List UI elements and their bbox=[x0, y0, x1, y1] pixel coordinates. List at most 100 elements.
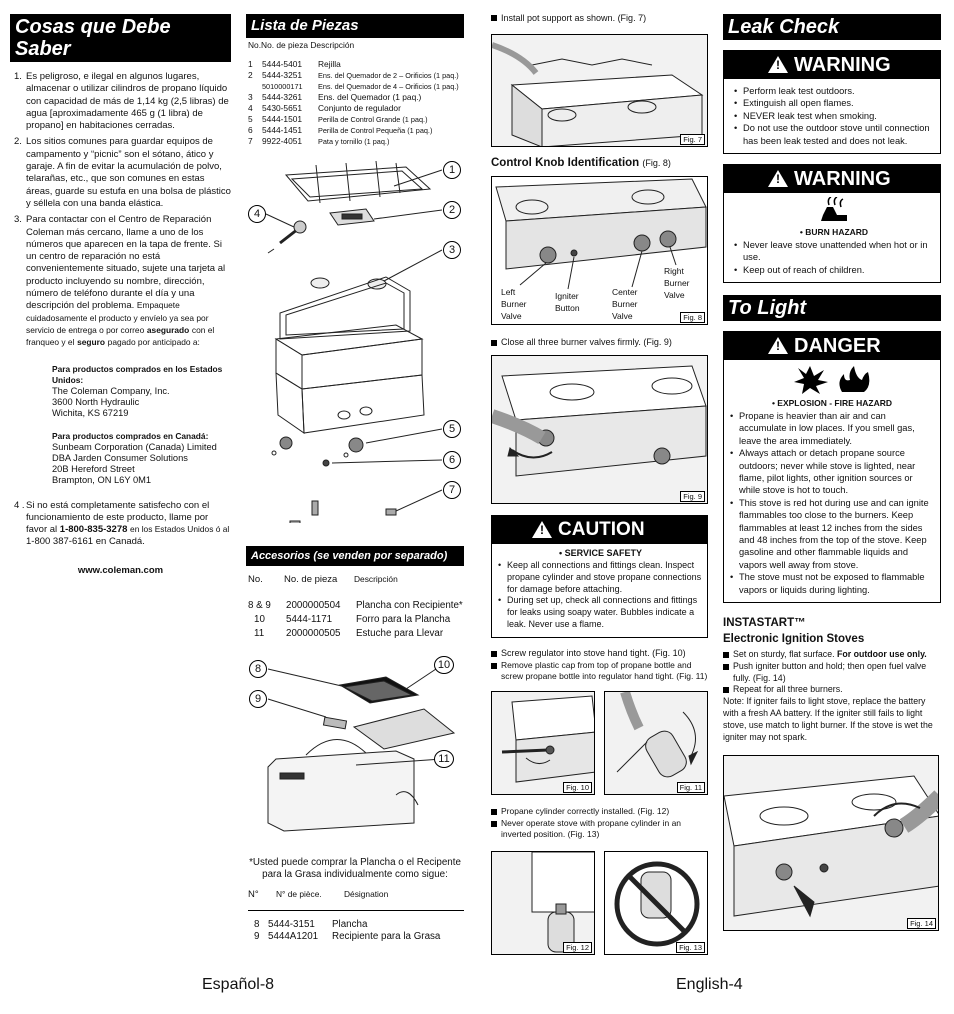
part-number: 5444-1501 bbox=[262, 114, 303, 124]
footer-espanol: Español-8 bbox=[202, 976, 275, 993]
acc-number: 8 & 9 bbox=[248, 600, 271, 611]
acc-number: 11 bbox=[254, 628, 265, 639]
callout-4: 4 bbox=[248, 205, 266, 223]
note-description: Plancha bbox=[332, 919, 368, 930]
list-item: 2.Los sitios comunes para guardar equipo… bbox=[14, 136, 231, 209]
part-number: 5444-3261 bbox=[262, 92, 303, 102]
insta-step-1: Set on sturdy, flat surface. For outdoor… bbox=[723, 649, 941, 661]
cosas-list: 1.Es peligroso, e ilegal en algunos luga… bbox=[10, 71, 231, 549]
parts-header: No.No. de pieza Descripción bbox=[248, 40, 355, 50]
part-number: 5444-3251 bbox=[262, 70, 303, 80]
knob-id-title: Control Knob Identification (Fig. 8) bbox=[491, 157, 671, 170]
callout-1: 1 bbox=[443, 161, 461, 179]
caution-body: • SERVICE SAFETY Keep all connections an… bbox=[492, 544, 707, 637]
section-banner-cosas: Cosas que Debe Saber bbox=[10, 14, 231, 62]
website-link[interactable]: www.coleman.com bbox=[77, 564, 164, 576]
figure-12: Fig. 12 bbox=[491, 850, 595, 955]
note-number: 9 bbox=[254, 931, 260, 942]
fig14-caption: Fig. 14 bbox=[907, 918, 936, 930]
ca-address: Para productos comprados en Canadá: Sunb… bbox=[52, 430, 217, 485]
fig13-caption: Fig. 13 bbox=[676, 941, 705, 953]
figure-9: Fig. 9 bbox=[491, 355, 708, 505]
figures-12-13: Fig. 12 Fig. 13 bbox=[491, 850, 708, 955]
figure-13: Fig. 13 bbox=[604, 850, 708, 955]
step-close-valves: Close all three burner valves firmly. (F… bbox=[491, 337, 708, 347]
danger-box: ! DANGER • EXPLOSION - FIRE HAZARD Propa… bbox=[723, 331, 941, 603]
table-row: 11 2000000505 Estuche para Llevar bbox=[248, 627, 464, 641]
part-number-index: 7 bbox=[248, 136, 253, 146]
warning-icon: ! bbox=[768, 56, 788, 73]
figure-14: Fig. 14 bbox=[723, 755, 939, 932]
acc-number: 10 bbox=[254, 614, 265, 625]
right-column: Leak Check ! WARNING Perform leak test o… bbox=[723, 14, 941, 932]
list-item: Keep all connections and fittings clean.… bbox=[498, 560, 703, 595]
label-igniter-button: Igniter Button bbox=[555, 291, 580, 314]
part-number-index: 3 bbox=[248, 92, 253, 102]
acc-part-number: 2000000504 bbox=[286, 600, 341, 611]
danger-body: • EXPLOSION - FIRE HAZARD Propane is hea… bbox=[724, 360, 940, 602]
part-number: 9922-4051 bbox=[262, 136, 303, 146]
fig12-caption: Fig. 12 bbox=[563, 941, 592, 953]
fig10-caption: Fig. 10 bbox=[563, 781, 592, 793]
fig11-caption: Fig. 11 bbox=[676, 781, 705, 793]
footer-english: English-4 bbox=[676, 976, 743, 993]
note-number: 8 bbox=[254, 919, 260, 930]
part-number-index: 1 bbox=[248, 59, 253, 69]
section-banner-to-light: To Light bbox=[723, 295, 941, 322]
warning-icon: ! bbox=[768, 170, 788, 188]
table-row: 4 5430-5651 Conjunto de regulador bbox=[248, 103, 466, 114]
note-part-number: 5444A1201 bbox=[268, 931, 319, 942]
us-address: Para productos comprados en los Estados … bbox=[52, 363, 223, 418]
figures-10-11: Fig. 10 Fig. 11 bbox=[491, 690, 708, 795]
part-description: Ens. del Quemador de 2 – Orificios (1 pa… bbox=[318, 71, 459, 80]
part-description: Perilla de Control Grande (1 paq.) bbox=[318, 115, 428, 124]
part-number-index: 4 bbox=[248, 103, 253, 113]
warning-box-1: ! WARNING Perform leak test outdoors. Ex… bbox=[723, 50, 941, 155]
callout-8: 8 bbox=[249, 660, 267, 678]
table-row: 9 5444A1201 Recipiente para la Grasa bbox=[254, 931, 464, 943]
list-item: The stove must not be exposed to flammab… bbox=[730, 571, 934, 596]
burn-hazard-icon bbox=[734, 196, 934, 226]
step-cylinder-installed: Propane cylinder correctly installed. (F… bbox=[491, 806, 708, 816]
step-remove-cap: Remove plastic cap from top of propane b… bbox=[491, 660, 708, 683]
accessories-diagram: 8 9 10 11 bbox=[246, 655, 464, 855]
caution-header: ! CAUTION bbox=[492, 516, 707, 545]
acc-part-number: 2000000505 bbox=[286, 628, 341, 639]
figure-11: Fig. 11 bbox=[604, 690, 708, 795]
caution-box: ! CAUTION • SERVICE SAFETY Keep all conn… bbox=[491, 515, 708, 638]
label-left-burner-valve: Left Burner Valve bbox=[501, 287, 527, 322]
list-item: This stove is red hot during use and can… bbox=[730, 497, 934, 571]
list-item: NEVER leak test when smoking. bbox=[734, 110, 934, 123]
griddle-note: *Usted puede comprar la Plancha o el Rec… bbox=[249, 857, 461, 880]
warning-body-1: Perform leak test outdoors. Extinguish a… bbox=[724, 79, 940, 153]
stove-exploded-drawing bbox=[265, 160, 443, 528]
warning-body-2: • BURN HAZARD Never leave stove unattend… bbox=[724, 193, 940, 282]
caution-icon: ! bbox=[532, 521, 552, 539]
acc-description: Forro para la Plancha bbox=[356, 614, 451, 625]
warning-header-1: ! WARNING bbox=[724, 51, 940, 79]
explosion-fire-icons bbox=[730, 364, 934, 397]
list-item: During set up, check all connections and… bbox=[498, 595, 703, 630]
list-item: Propane is heavier than air and can accu… bbox=[730, 410, 934, 447]
insta-step-3: Repeat for all three burners. bbox=[723, 684, 941, 696]
accessories-drawing bbox=[267, 664, 456, 832]
part-number-index bbox=[248, 81, 262, 92]
acc-description: Plancha con Recipiente* bbox=[356, 600, 463, 611]
warning-box-2: ! WARNING • BURN HAZARD Never leave stov… bbox=[723, 164, 941, 284]
part-number-index: 6 bbox=[248, 125, 253, 135]
note-description: Recipiente para la Grasa bbox=[332, 931, 441, 942]
list-item: 3.Para contactar con el Centro de Repara… bbox=[10, 214, 231, 485]
part-number: 5430-5651 bbox=[262, 103, 303, 113]
part-number: 5444-1451 bbox=[262, 125, 303, 135]
part-description: Conjunto de regulador bbox=[318, 103, 401, 113]
figure-8: Left Burner Valve Igniter Button Center … bbox=[491, 176, 708, 326]
callout-9: 9 bbox=[249, 690, 267, 708]
parts-column: Lista de Piezas No.No. de pieza Descripc… bbox=[246, 14, 466, 566]
callout-5: 5 bbox=[443, 420, 461, 438]
part-number: 5444-5401 bbox=[262, 59, 303, 69]
acc-description: Estuche para Llevar bbox=[356, 628, 444, 639]
